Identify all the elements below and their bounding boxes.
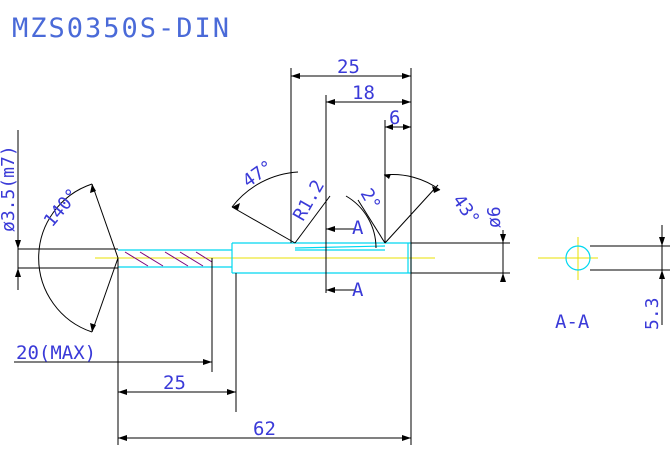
flute-hatch bbox=[124, 251, 213, 267]
dim-max-depth: 20(MAX) bbox=[16, 342, 96, 364]
dim-neck-length: 18 bbox=[352, 82, 375, 104]
dim-relief-angle: 2° bbox=[356, 185, 385, 214]
dim-section-depth: 5.3 bbox=[642, 297, 663, 330]
section-cut-label-bottom: A bbox=[352, 279, 364, 301]
arrowheads bbox=[15, 73, 665, 441]
dim-tip-dia: ø3.5(m7) bbox=[0, 145, 19, 232]
dim-taper-angle: 43° bbox=[448, 191, 484, 230]
dim-tip-length: 6 bbox=[389, 107, 400, 129]
dim-point-angle: 140° bbox=[40, 185, 84, 232]
dim-shank-dia: ø6 bbox=[484, 206, 505, 228]
dim-helix-angle: 47° bbox=[239, 156, 278, 192]
section-view-label: A-A bbox=[555, 311, 590, 333]
dim-flute-length: 25 bbox=[337, 56, 360, 78]
dim-radius: R1.2 bbox=[289, 176, 329, 224]
dimension-lines bbox=[14, 68, 670, 445]
dim-overall-length: 62 bbox=[253, 418, 276, 440]
drawing-title: MZS0350S-DIN bbox=[12, 13, 231, 44]
section-cut-label-top: A bbox=[352, 217, 364, 239]
tool-body bbox=[118, 242, 591, 274]
section-circle bbox=[565, 245, 591, 271]
dim-lower-flute: 25 bbox=[163, 372, 186, 394]
center-line bbox=[95, 237, 598, 280]
